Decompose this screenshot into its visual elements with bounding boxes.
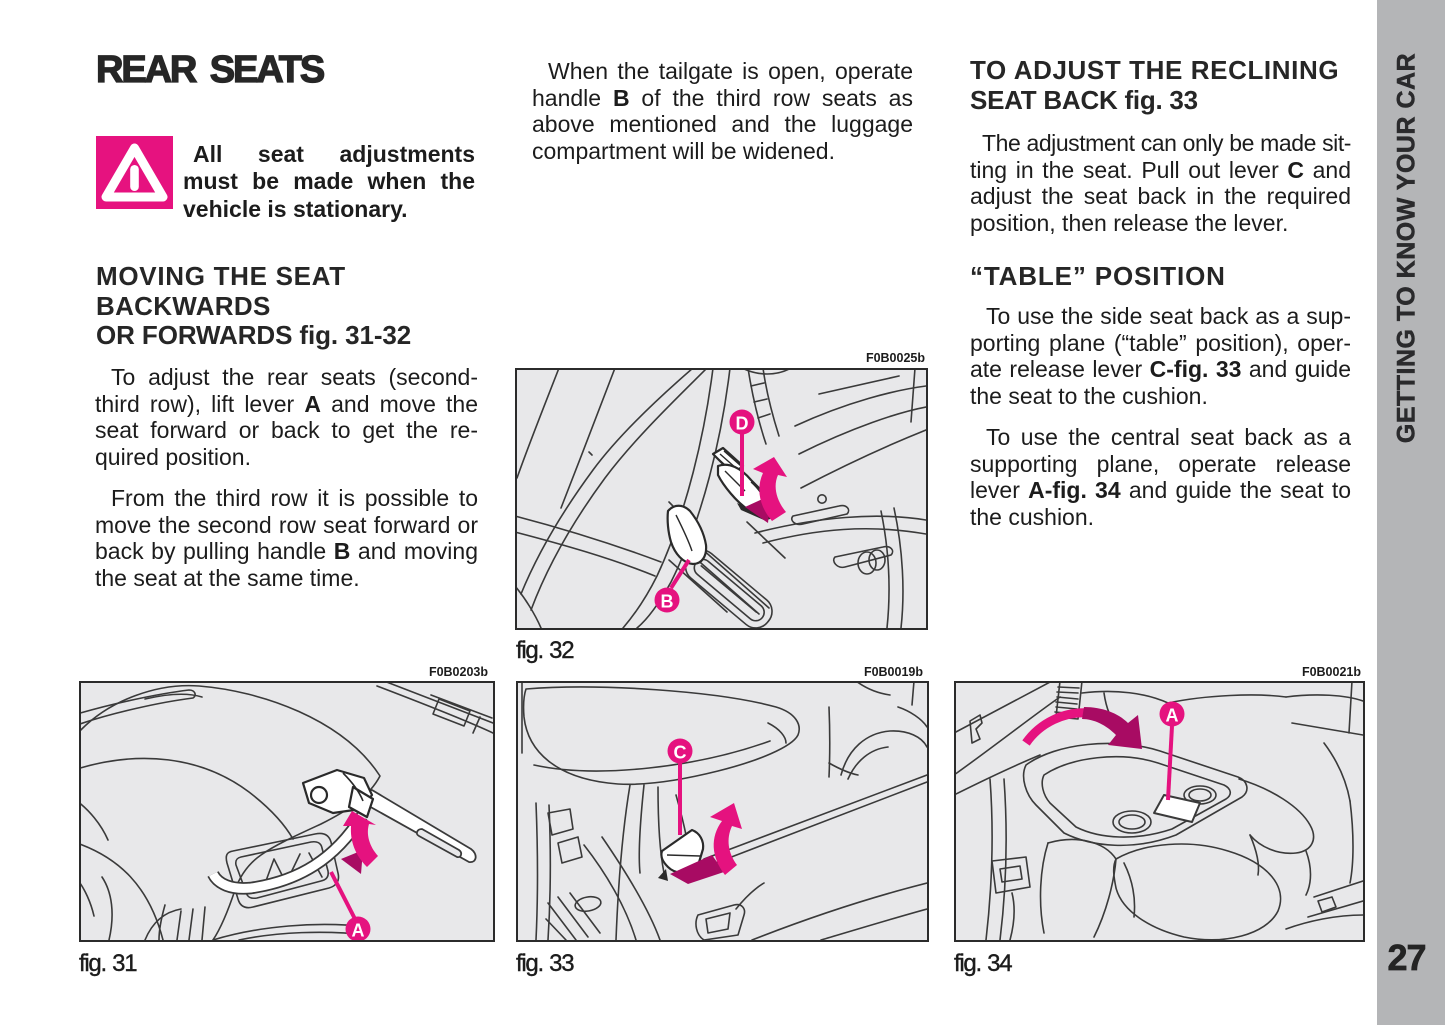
svg-text:C: C	[674, 743, 687, 763]
svg-text:A: A	[1166, 706, 1179, 726]
svg-text:A: A	[352, 921, 365, 941]
svg-text:B: B	[661, 592, 674, 612]
svg-text:D: D	[736, 414, 749, 434]
